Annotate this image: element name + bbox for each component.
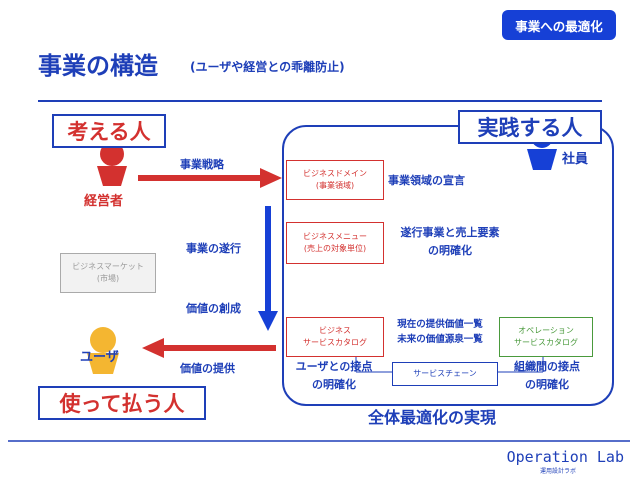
user-touchpoint-line-1: ユーザとの接点: [295, 360, 373, 373]
header-divider: [38, 100, 602, 102]
doer-label: 実践する人: [458, 110, 602, 144]
executive-body: [97, 166, 127, 186]
user-touchpoint-note: ユーザとの接点 の明確化: [286, 358, 382, 393]
menu-box-line-1: ビジネスメニュー: [303, 231, 367, 241]
footer-brand: Operation Lab: [506, 448, 624, 466]
payer-label: 使って払う人: [38, 386, 206, 420]
execution-arrowhead: [258, 311, 278, 331]
service-chain-box: サービスチェーン: [392, 362, 498, 386]
domain-box-line-2: (事業領域): [315, 181, 355, 190]
executive-label: 経営者: [84, 194, 124, 209]
org-touchpoint-note: 組織間の接点 の明確化: [502, 358, 592, 393]
staff-label: 社員: [562, 152, 589, 167]
org-touchpoint-line-2: の明確化: [525, 377, 569, 391]
user-label: ユーザ: [80, 350, 119, 365]
executive-head: [100, 142, 124, 166]
domain-box: ビジネスドメイン (事業領域): [286, 160, 384, 200]
footer-sub: 運用設計ラボ: [539, 468, 576, 475]
business-catalog-line-2: サービスカタログ: [303, 338, 367, 347]
user-head: [90, 327, 116, 353]
market-line-1: ビジネスマーケット: [72, 261, 144, 271]
service-chain-label: サービスチェーン: [413, 368, 477, 378]
market-box: ビジネスマーケット (市場): [60, 253, 156, 293]
user-body: [87, 353, 119, 374]
optimization-label: 全体最適化の実現: [368, 408, 497, 427]
value-creation-label: 価値の創成: [186, 302, 241, 315]
value-delivery-label: 価値の提供: [180, 362, 235, 375]
menu-box-line-2: (売上の対象単位): [303, 244, 367, 253]
business-catalog-line-1: ビジネス: [319, 325, 351, 335]
user-touchpoint-line-2: の明確化: [312, 377, 356, 391]
value-note-line-2: 未来の価値源泉一覧: [397, 333, 483, 345]
enterprise-boundary: [282, 125, 614, 406]
value-note: 現在の提供価値一覧 未来の価値源泉一覧: [388, 318, 492, 347]
header-tag: 事業への最適化: [502, 10, 616, 40]
thinker-label: 考える人: [52, 114, 166, 148]
market-line-2: (市場): [96, 274, 120, 283]
page-subtitle: (ユーザや経営との乖離防止): [190, 60, 345, 74]
menu-note-line-1: 遂行事業と売上要素: [400, 226, 500, 239]
domain-box-line-1: ビジネスドメイン: [303, 168, 367, 178]
menu-note: 遂行事業と売上要素 の明確化: [385, 224, 515, 259]
menu-box: ビジネスメニュー (売上の対象単位): [286, 222, 384, 264]
delivery-arrowhead: [142, 338, 164, 358]
value-note-line-1: 現在の提供価値一覧: [397, 319, 483, 330]
ops-catalog-line-1: オペレーション: [518, 325, 574, 335]
org-touchpoint-line-1: 組織間の接点: [514, 360, 580, 373]
execution-label: 事業の遂行: [186, 242, 241, 255]
strategy-arrowhead: [260, 168, 282, 188]
ops-catalog-box: オペレーション サービスカタログ: [499, 317, 593, 357]
domain-note: 事業領域の宣言: [388, 174, 465, 187]
page-title: 事業の構造: [38, 52, 158, 80]
menu-note-line-2: の明確化: [428, 243, 472, 257]
strategy-label: 事業戦略: [180, 158, 224, 171]
ops-catalog-line-2: サービスカタログ: [514, 338, 578, 347]
staff-body: [527, 149, 557, 170]
business-catalog-box: ビジネス サービスカタログ: [286, 317, 384, 357]
